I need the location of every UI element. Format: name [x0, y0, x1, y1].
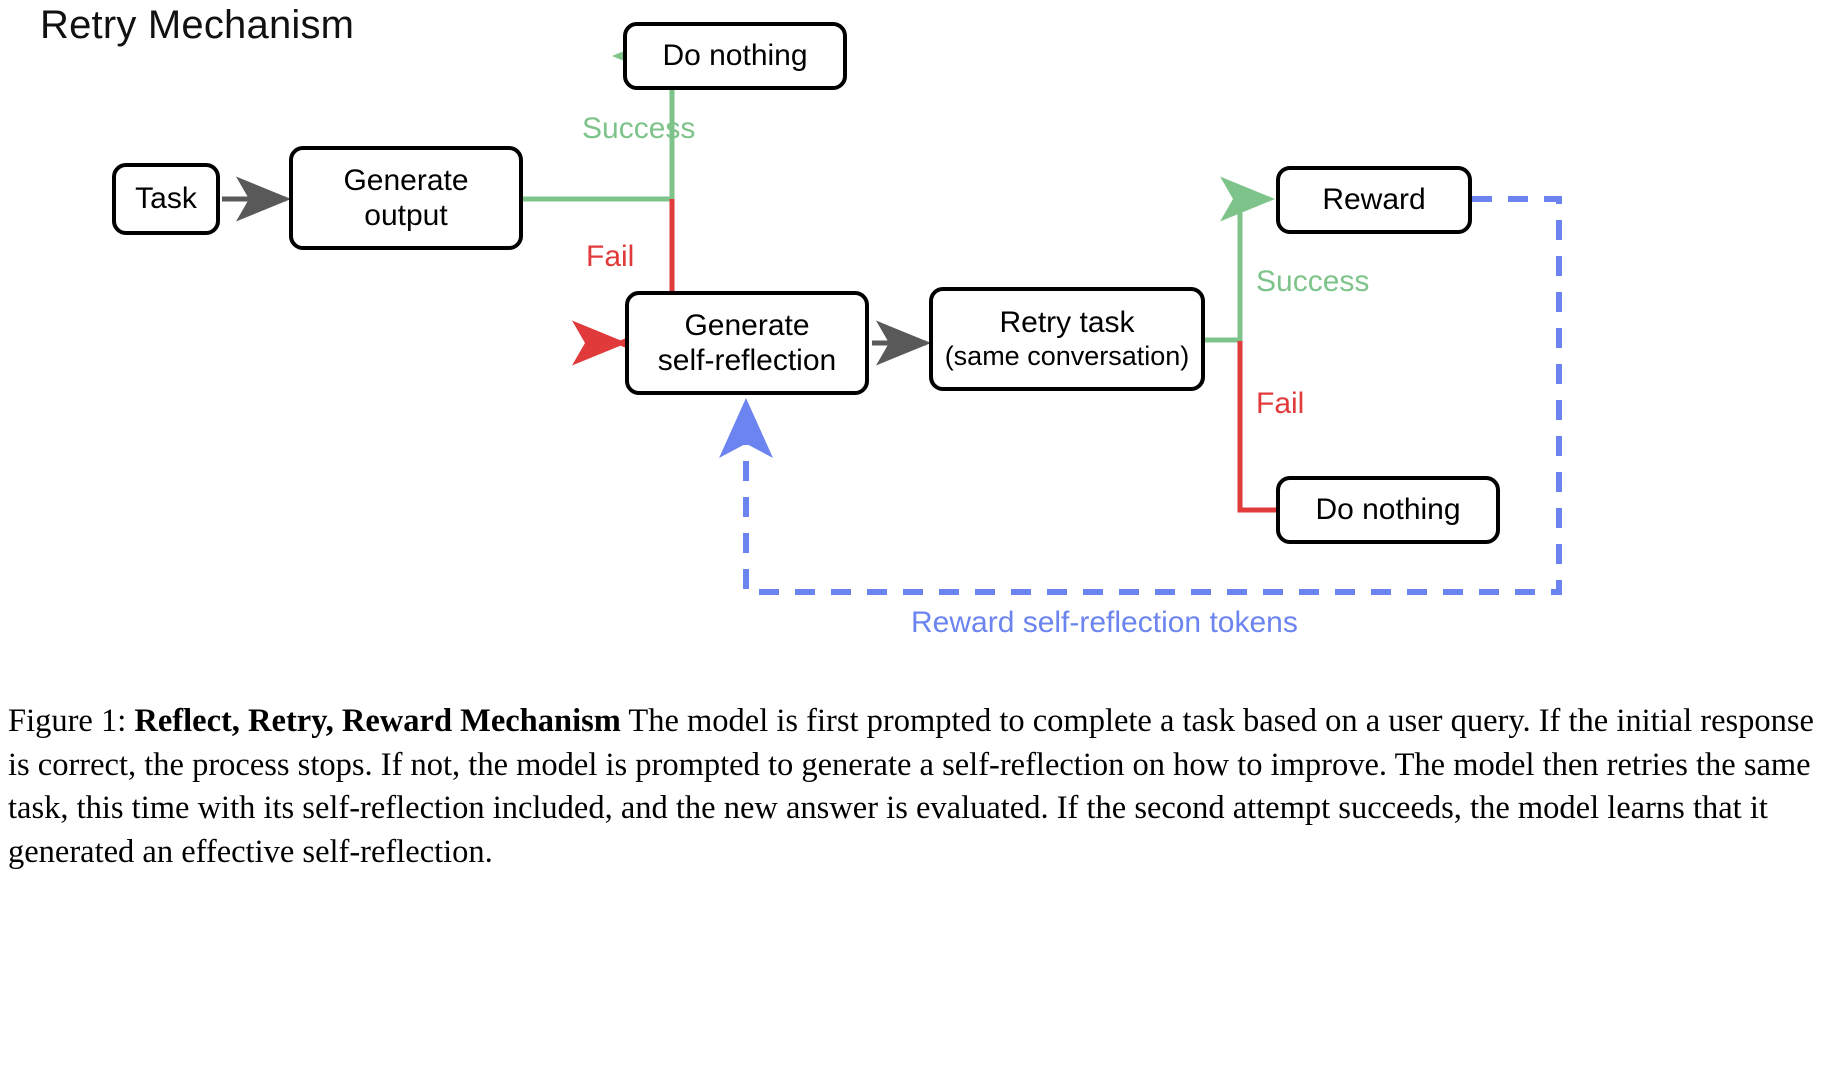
node-do-nothing-success-label: Do nothing [662, 39, 808, 73]
caption-body: The model is first prompted to complete … [8, 703, 1814, 870]
node-do-nothing-fail-label: Do nothing [1315, 493, 1461, 527]
node-reward-label: Reward [1322, 183, 1426, 217]
edge-label-fail-first-attempt: Fail [586, 240, 635, 273]
node-generate-output-line1: Generate [343, 163, 469, 197]
node-generate-self-reflection[interactable]: Generate self-reflection [625, 291, 869, 395]
edge-retrytask-fail [1237, 341, 1276, 513]
node-reward[interactable]: Reward [1276, 166, 1472, 234]
node-retry-task[interactable]: Retry task (same conversation) [929, 287, 1205, 391]
connector-layer [222, 33, 1562, 595]
page-title: Retry Mechanism [40, 3, 355, 47]
figure-caption: Figure 1: Reflect, Retry, Reward Mechani… [8, 700, 1836, 874]
node-generate-self-reflection-line2: self-reflection [657, 344, 837, 377]
node-generate-output-line2: output [364, 199, 448, 232]
node-do-nothing-fail[interactable]: Do nothing [1276, 476, 1500, 544]
node-generate-self-reflection-line1: Generate [684, 308, 810, 342]
edge-label-fail-retry: Fail [1256, 387, 1305, 420]
caption-prefix: Figure 1: [8, 703, 135, 739]
node-do-nothing-success[interactable]: Do nothing [623, 22, 847, 90]
caption-bold-title: Reflect, Retry, Reward Mechanism [134, 703, 621, 739]
node-retry-task-line2: (same conversation) [944, 340, 1190, 371]
edge-label-reward-self-reflection-tokens: Reward self-reflection tokens [911, 606, 1298, 639]
edge-label-success-first-attempt: Success [582, 112, 696, 145]
node-task[interactable]: Task [112, 163, 220, 235]
node-retry-task-line1: Retry task [999, 306, 1135, 340]
node-generate-output[interactable]: Generate output [289, 146, 523, 250]
edge-label-success-retry: Success [1256, 265, 1370, 298]
node-task-label: Task [135, 182, 197, 216]
